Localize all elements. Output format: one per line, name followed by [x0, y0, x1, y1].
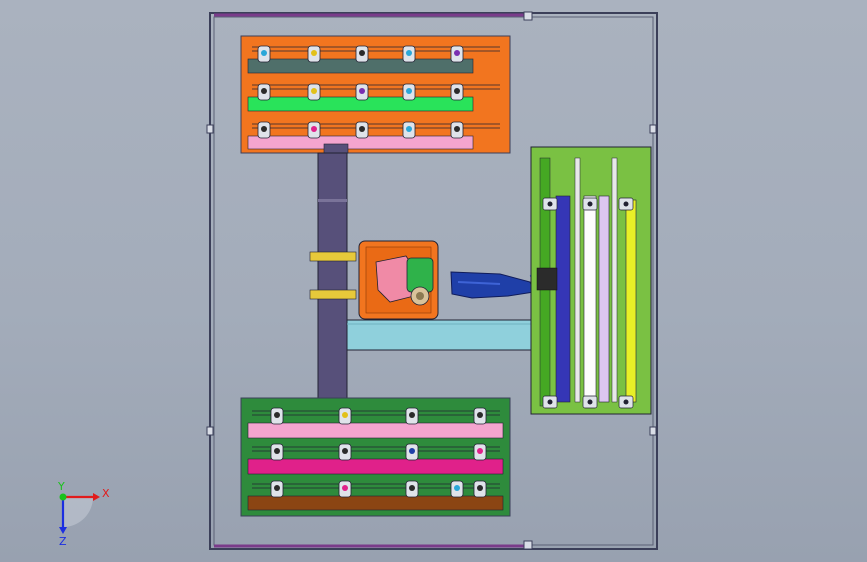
- linear-rail: [346, 319, 533, 351]
- bottom-fixture-plate: [240, 397, 511, 517]
- y-axis-label: Y: [57, 480, 65, 493]
- bottom-clamp-units: [270, 407, 487, 498]
- coordinate-triad: X Y Z: [57, 480, 110, 548]
- robot-column: [309, 152, 357, 400]
- y-axis-dot: [59, 493, 67, 501]
- outer-frame: [206, 11, 658, 550]
- right-fixture-panel: [530, 146, 652, 415]
- robot-base: [358, 240, 439, 320]
- top-fixture-plate: [240, 35, 511, 154]
- z-axis-label: Z: [59, 535, 67, 548]
- x-axis-label: X: [102, 487, 110, 500]
- top-clamp-units: [257, 45, 464, 139]
